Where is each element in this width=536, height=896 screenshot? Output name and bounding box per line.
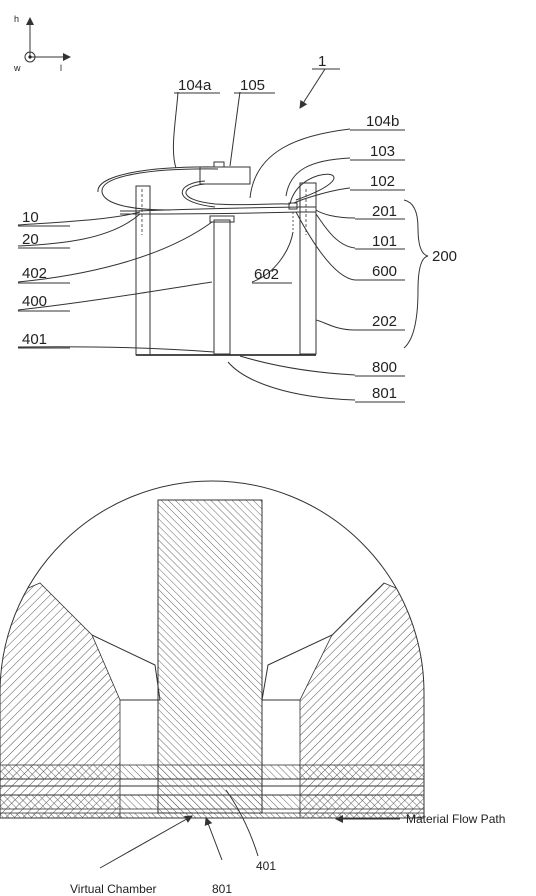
axis-l-label: l — [60, 63, 62, 73]
label-20: 20 — [22, 231, 39, 248]
label-201: 201 — [372, 203, 397, 220]
label-800: 800 — [372, 359, 397, 376]
label-104b: 104b — [366, 113, 399, 130]
right-wall-202 — [299, 182, 317, 355]
label-102: 102 — [370, 173, 395, 190]
label-detail-801: 801 — [212, 882, 232, 896]
label-602: 602 — [254, 266, 279, 283]
central-post-401 — [157, 499, 263, 814]
label-104a: 104a — [178, 77, 212, 94]
label-200: 200 — [432, 248, 457, 265]
label-401: 401 — [22, 331, 47, 348]
axis-h-label: h — [14, 14, 19, 24]
axis-indicator: h l w — [13, 14, 71, 73]
label-402: 402 — [22, 265, 47, 282]
label-material-flow-path: Material Flow Path — [406, 812, 505, 826]
label-801: 801 — [372, 385, 397, 402]
label-10: 10 — [22, 209, 39, 226]
label-103: 103 — [370, 143, 395, 160]
label-105: 105 — [240, 77, 265, 94]
detail-figure: Material Flow Path Virtual Chamber 801 4… — [0, 480, 505, 896]
label-202: 202 — [372, 313, 397, 330]
label-virtual-chamber: Virtual Chamber — [70, 882, 156, 896]
label-400: 400 — [22, 293, 47, 310]
box-105 — [199, 166, 251, 185]
post-400 — [213, 219, 231, 355]
label-600: 600 — [372, 263, 397, 280]
axis-w-label: w — [13, 63, 21, 73]
label-assembly-1: 1 — [318, 53, 326, 70]
apparatus-figure: 104a 105 1 104b 103 102 10 20 402 400 40… — [17, 53, 457, 403]
label-detail-401: 401 — [256, 859, 276, 873]
label-101: 101 — [372, 233, 397, 250]
